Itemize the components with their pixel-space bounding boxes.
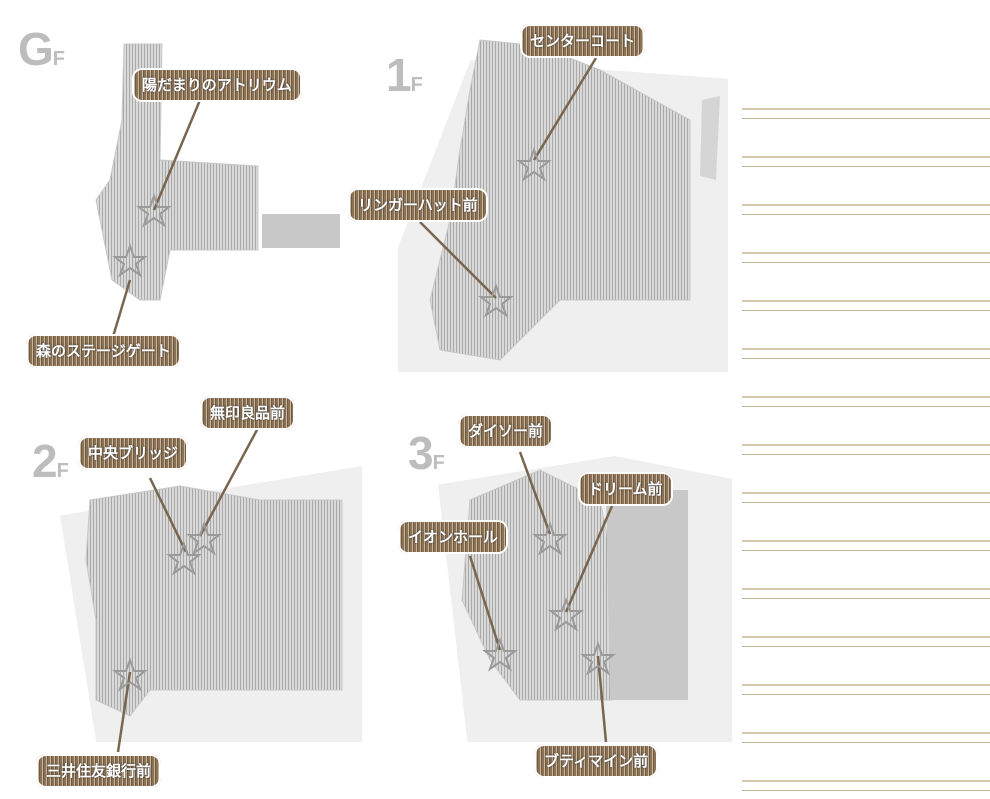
- spot-1f-center-court[interactable]: センターコート: [520, 24, 646, 58]
- star-icon[interactable]: [136, 193, 172, 228]
- spot-gf-mori-stage-gate[interactable]: 森のステージゲート: [26, 334, 181, 368]
- spot-3f-boutimine[interactable]: ブティマイン前: [534, 744, 659, 778]
- spot-2f-muji[interactable]: 無印良品前: [200, 396, 296, 430]
- floor-1f-label: 1F: [386, 49, 423, 101]
- spot-3f-dream[interactable]: ドリーム前: [578, 472, 673, 506]
- spot-2f-smbc[interactable]: 三井住友銀行前: [36, 754, 162, 788]
- spot-gf-hidamari-atrium[interactable]: 陽だまりのアトリウム: [132, 68, 302, 102]
- decorative-side-strip: [742, 88, 990, 799]
- floor-3f-label: 3F: [408, 427, 445, 479]
- spot-1f-ringerhut[interactable]: リンガーハット前: [348, 188, 488, 222]
- star-icon[interactable]: [112, 243, 148, 278]
- spot-3f-daiso[interactable]: ダイソー前: [458, 414, 554, 448]
- gf-parking-block: [262, 214, 340, 248]
- spot-2f-central-bridge[interactable]: 中央ブリッジ: [78, 436, 189, 470]
- spot-3f-aeon-hall[interactable]: イオンホール: [398, 520, 509, 554]
- floor-gf-label: GF: [18, 23, 65, 75]
- floor-2f-label: 2F: [32, 435, 69, 487]
- floor-2f-map-area: [60, 466, 362, 742]
